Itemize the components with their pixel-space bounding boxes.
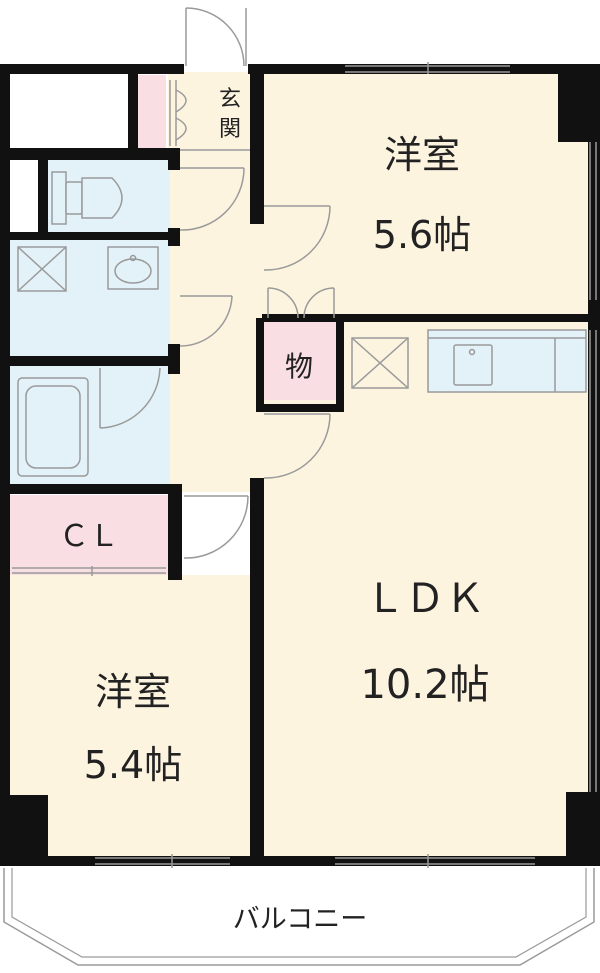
bathtub-icon — [17, 377, 89, 477]
wall-service-right-upper — [168, 150, 180, 170]
wall-bottom — [0, 856, 600, 866]
wall-toilet-bottom — [0, 232, 180, 240]
wall-storage-left — [256, 318, 264, 412]
wall-wash-bottom — [0, 356, 180, 366]
wall-storage-right — [336, 318, 344, 412]
entrance-label-1: 玄 — [219, 87, 241, 112]
toilet-icon — [51, 171, 123, 225]
wall-bath-bottom — [0, 484, 182, 494]
column-bottom-left — [0, 795, 48, 866]
north-room-size: 5.6帖 — [373, 213, 471, 257]
storage-door — [267, 287, 335, 319]
north-room-name: 洋室 — [384, 133, 460, 177]
closet-floor — [10, 495, 168, 575]
wall-service-right-mid1 — [168, 228, 180, 246]
ldk-door — [263, 413, 331, 479]
south-western-room-floor — [10, 575, 262, 860]
wall-upper-left-block — [0, 148, 180, 160]
balcony: バルコニー — [3, 868, 595, 966]
ldk-name: ＬＤＫ — [365, 576, 485, 622]
south-room-name: 洋室 — [95, 670, 171, 714]
wall-closet-right — [168, 484, 182, 580]
balcony-outline-inner — [11, 868, 587, 958]
toilet-door — [179, 167, 245, 231]
wall-service-right-mid2 — [168, 344, 180, 374]
wall-room-ldk — [262, 314, 600, 322]
bathroom-floor — [10, 364, 170, 486]
wall-toilet-left — [38, 158, 48, 238]
wall-right — [588, 64, 600, 866]
doors — [99, 7, 335, 559]
entrance-label-2: 関 — [219, 117, 241, 142]
washer-space-icon — [17, 246, 67, 292]
storage-floor — [262, 320, 338, 400]
kitchen-vent-icon — [351, 337, 409, 389]
wash-basin-icon — [107, 246, 159, 290]
closet-label: ＣＬ — [59, 519, 119, 554]
wall-upper-left-divider — [128, 64, 138, 156]
hallway-floor — [168, 72, 264, 492]
wall-left — [0, 64, 10, 866]
wall-top-right — [248, 64, 600, 74]
north-western-room-floor — [262, 72, 592, 318]
column-bottom-right — [566, 792, 600, 866]
bathroom-door — [99, 367, 161, 429]
entrance-door — [185, 7, 247, 67]
wall-spine-lower — [250, 478, 264, 866]
walls — [0, 64, 600, 866]
balcony-outline — [3, 868, 595, 966]
ldk-size: 10.2帖 — [360, 662, 489, 708]
kitchen-counter-icon — [427, 329, 587, 393]
shoe-cabinet-icon — [169, 80, 187, 146]
outlines — [12, 62, 597, 868]
shoe-cabinet-floor — [136, 75, 166, 150]
north-room-door — [263, 205, 331, 271]
wall-storage-bottom — [256, 404, 344, 412]
south-room-size: 5.4帖 — [84, 743, 182, 787]
south-room-door — [183, 495, 249, 559]
fixtures — [17, 80, 587, 477]
balcony-label: バルコニー — [233, 904, 367, 935]
washroom-floor — [10, 238, 170, 358]
column-top-right — [558, 64, 600, 142]
washroom-door — [179, 295, 233, 347]
wall-spine-upper — [250, 64, 264, 224]
room-labels: 玄 関 洋室 5.6帖 物 ＬＤＫ 10.2帖 ＣＬ 洋室 5.4帖 — [59, 87, 490, 787]
wall-top-left — [0, 64, 184, 74]
storage-label: 物 — [285, 350, 313, 383]
